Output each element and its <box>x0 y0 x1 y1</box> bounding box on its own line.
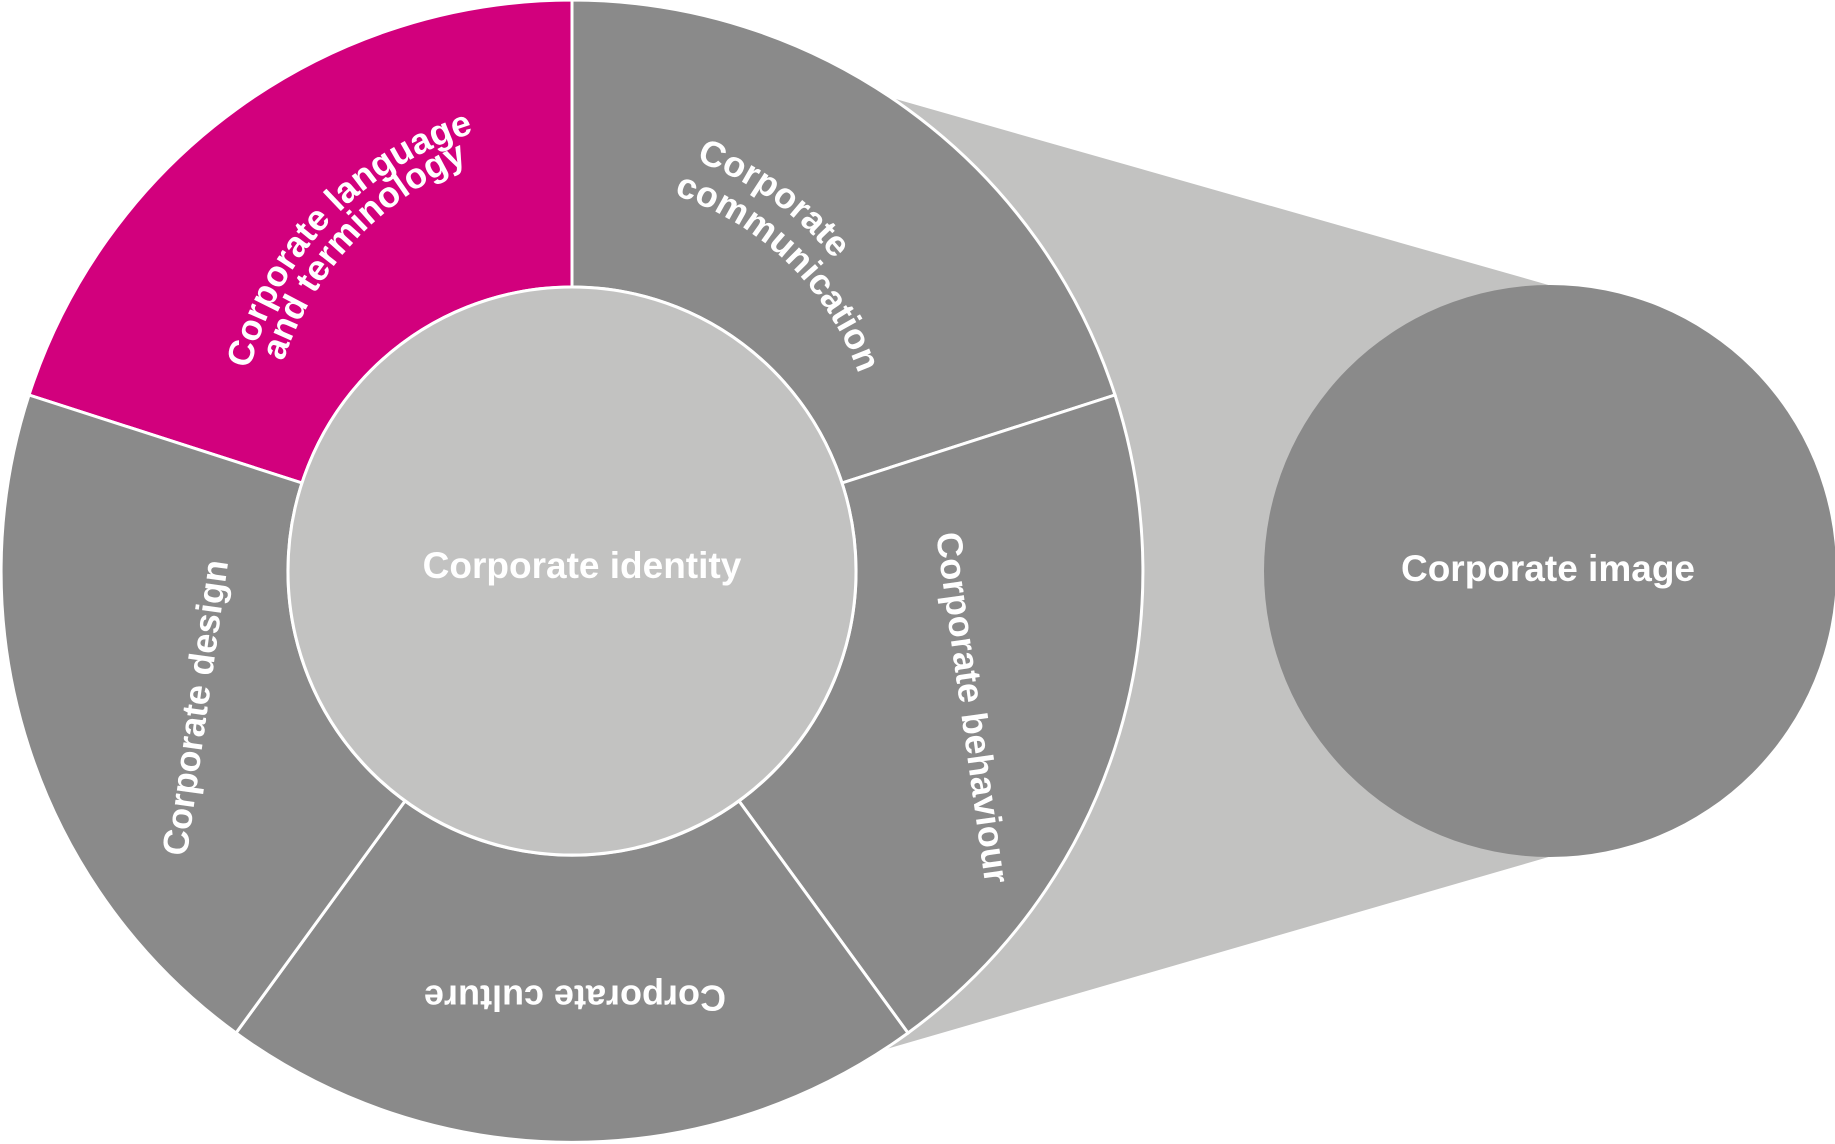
corporate-image-label: Corporate image <box>1401 548 1695 589</box>
corporate-identity-circle[interactable] <box>286 285 858 857</box>
corporate-image-circle <box>1264 285 1835 857</box>
segment-culture-label: Corporate culture <box>424 977 726 1018</box>
corporate-identity-label: Corporate identity <box>423 545 742 586</box>
